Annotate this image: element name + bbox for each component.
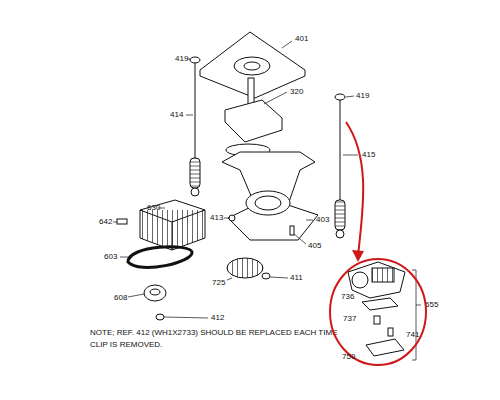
callout-number: 413 (210, 214, 223, 222)
callout-number: 401 (295, 35, 308, 43)
callout-number: 403 (316, 216, 329, 224)
callout-number: 630 (147, 204, 160, 212)
callout-number: 320 (290, 88, 303, 96)
red-circle (330, 259, 426, 365)
highlight-outline (328, 257, 428, 367)
highlight-circle: 736 737 741 750 (328, 257, 428, 367)
callout-number: 736 (341, 293, 354, 301)
callout-number: 412 (211, 314, 224, 322)
callout-number: 741 (406, 331, 419, 339)
callout-number: 414 (170, 111, 183, 119)
note-text: NOTE; REF. 412 (WH1X2733) SHOULD BE REPL… (90, 327, 352, 351)
callout-number: 642 (99, 218, 112, 226)
callout-number: 419 (356, 92, 369, 100)
callout-number: 737 (343, 315, 356, 323)
callout-number: 725 (212, 279, 225, 287)
callout-number: 655 (425, 301, 438, 309)
callout-number: 750 (342, 353, 355, 361)
callout-number: 419 (175, 55, 188, 63)
callout-number: 608 (114, 294, 127, 302)
callout-number: 603 (104, 253, 117, 261)
callout-number: 415 (362, 151, 375, 159)
callout-number: 411 (290, 274, 303, 282)
callout-number: 405 (308, 242, 321, 250)
